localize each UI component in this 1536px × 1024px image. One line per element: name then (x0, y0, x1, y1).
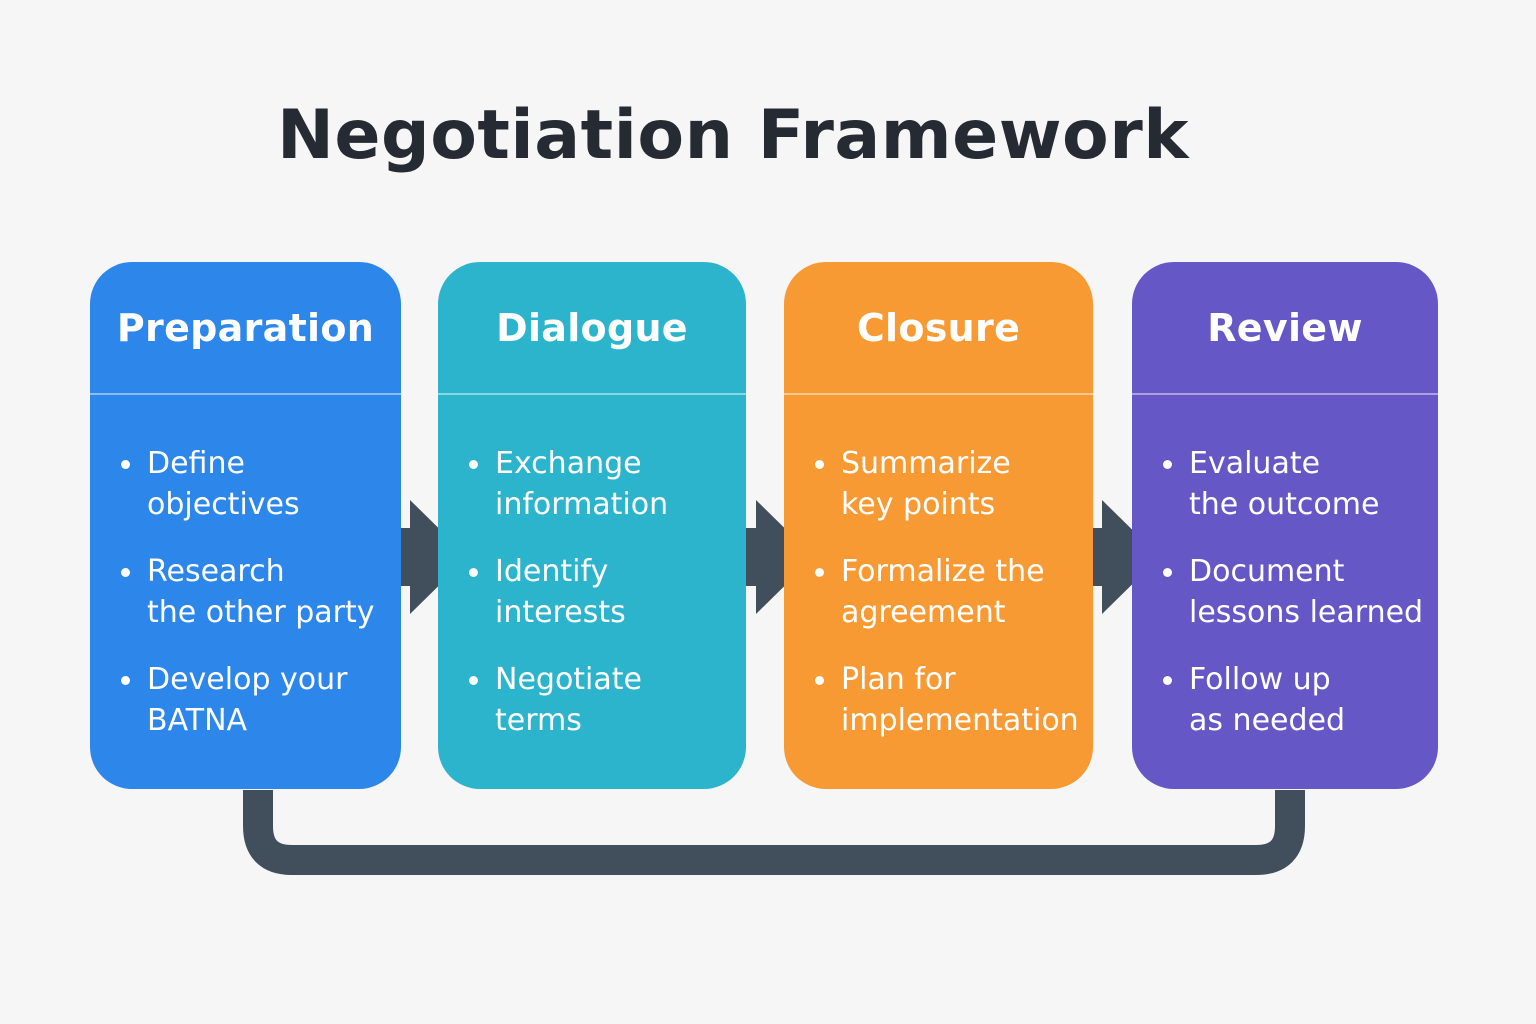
stage-title: Dialogue (438, 262, 746, 395)
list-item-text: Research the other party (147, 554, 375, 630)
list-item: Follow up as needed (1163, 659, 1428, 741)
stage-item-list: Summarize key points Formalize the agree… (784, 395, 1093, 741)
bullet-icon (815, 568, 824, 577)
stage-review: Review Evaluate the outcome Document les… (1132, 262, 1438, 789)
list-item: Formalize the agreement (815, 551, 1083, 633)
stage-preparation: Preparation Define objectives Research t… (90, 262, 401, 789)
list-item: Develop your BATNA (121, 659, 391, 741)
list-item-text: Plan for implementation (841, 662, 1079, 738)
bullet-icon (469, 676, 478, 685)
bullet-icon (469, 568, 478, 577)
list-item-text: Summarize key points (841, 446, 1011, 522)
list-item: Define objectives (121, 443, 391, 525)
list-item-text: Define objectives (147, 446, 300, 522)
list-item-text: Formalize the agreement (841, 554, 1045, 630)
list-item: Plan for implementation (815, 659, 1083, 741)
list-item: Identify interests (469, 551, 736, 633)
stage-item-list: Define objectives Research the other par… (90, 395, 401, 741)
list-item-text: Negotiate terms (495, 662, 642, 738)
list-item-text: Follow up as needed (1189, 662, 1346, 738)
bullet-icon (815, 676, 824, 685)
list-item: Exchange information (469, 443, 736, 525)
list-item: Summarize key points (815, 443, 1083, 525)
list-item: Evaluate the outcome (1163, 443, 1428, 525)
list-item-text: Develop your BATNA (147, 662, 348, 738)
bullet-icon (469, 460, 478, 469)
bullet-icon (121, 676, 130, 685)
list-item: Research the other party (121, 551, 391, 633)
list-item-text: Exchange information (495, 446, 669, 522)
list-item-text: Identify interests (495, 554, 626, 630)
stage-closure: Closure Summarize key points Formalize t… (784, 262, 1093, 789)
list-item-text: Evaluate the outcome (1189, 446, 1380, 522)
stage-item-list: Evaluate the outcome Document lessons le… (1132, 395, 1438, 741)
stage-item-list: Exchange information Identify interests … (438, 395, 746, 741)
bullet-icon (121, 460, 130, 469)
arrow-icon-3 (1092, 500, 1160, 614)
bullet-icon (1163, 460, 1172, 469)
stage-title: Closure (784, 262, 1093, 395)
page-title: Negotiation Framework (276, 96, 1190, 175)
list-item-text: Document lessons learned (1189, 554, 1424, 630)
feedback-loop-connector (243, 790, 1305, 875)
stage-dialogue: Dialogue Exchange information Identify i… (438, 262, 746, 789)
stage-title: Preparation (90, 262, 401, 395)
bullet-icon (815, 460, 824, 469)
list-item: Document lessons learned (1163, 551, 1428, 633)
bullet-icon (1163, 676, 1172, 685)
stage-title: Review (1132, 262, 1438, 395)
bullet-icon (121, 568, 130, 577)
list-item: Negotiate terms (469, 659, 736, 741)
bullet-icon (1163, 568, 1172, 577)
